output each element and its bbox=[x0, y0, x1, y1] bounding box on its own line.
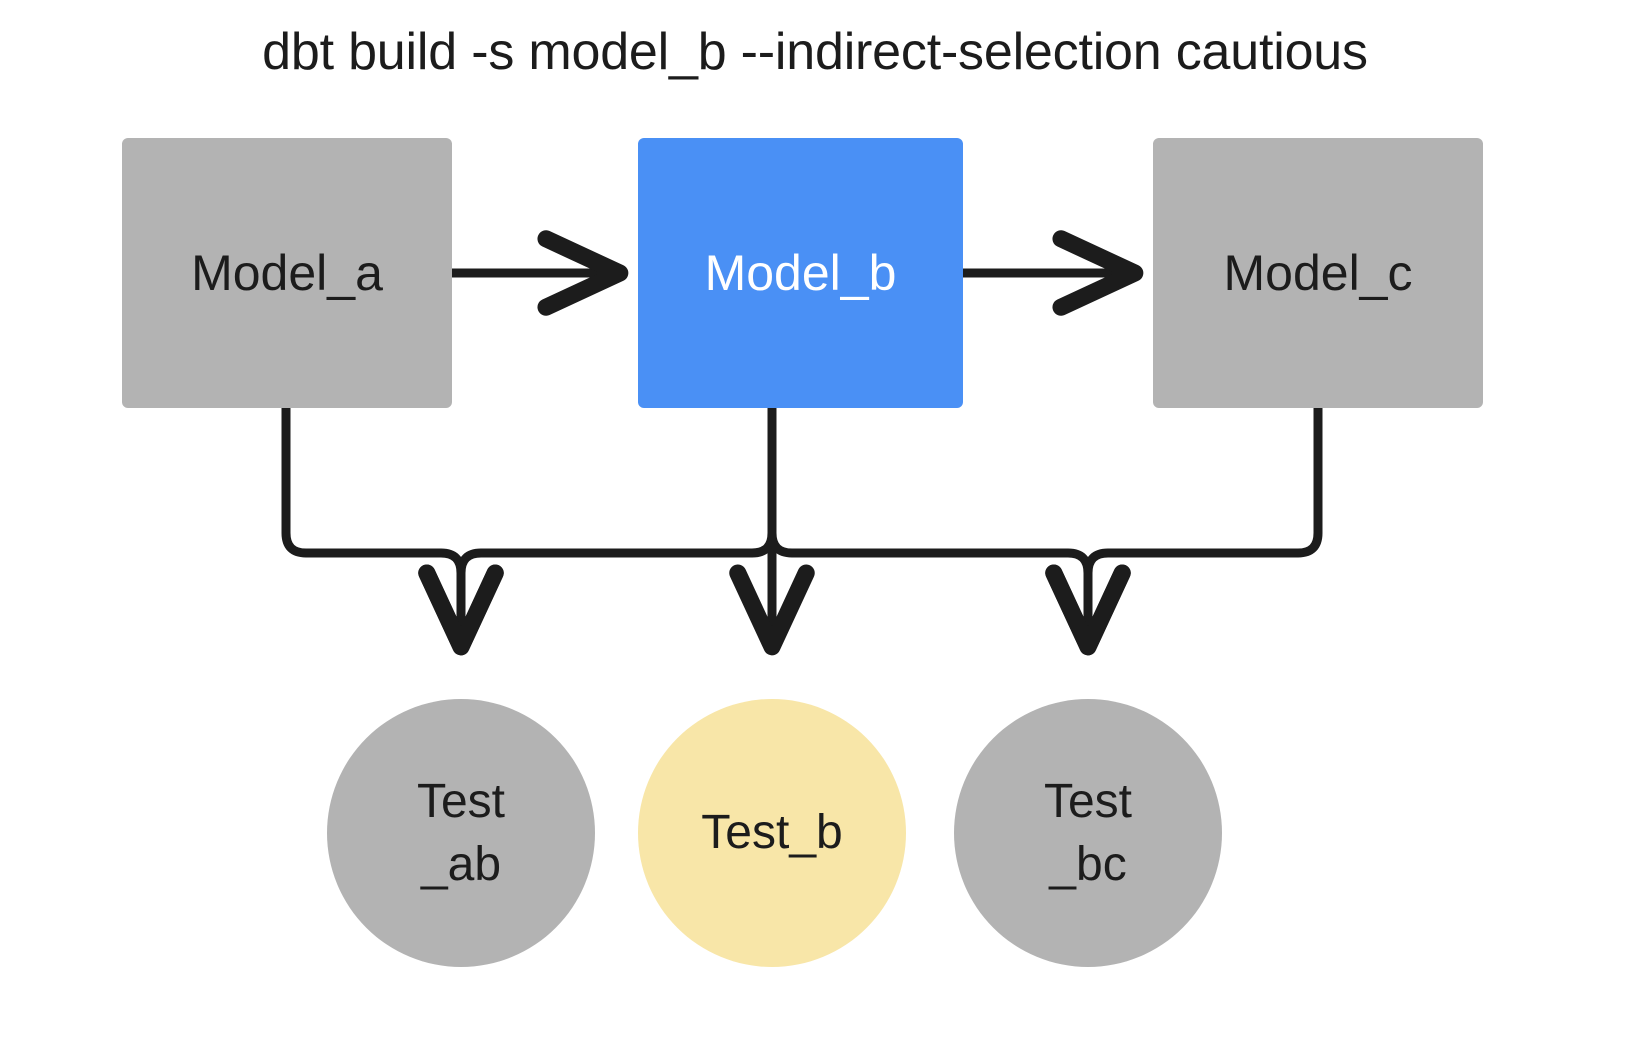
node-test-ab-label-line-1: Test bbox=[416, 774, 506, 828]
node-model-c[interactable]: Model_c bbox=[1153, 138, 1483, 408]
node-test-ab-label-line-2: _ab bbox=[420, 838, 502, 891]
node-test-bc-label-line-2: _bc bbox=[1049, 838, 1127, 891]
page-title: dbt build -s model_b --indirect-selectio… bbox=[262, 23, 1368, 81]
node-model-b-label: Model_b bbox=[704, 245, 897, 301]
edge-model-a-to-test-ab bbox=[281, 408, 504, 656]
node-test-bc-label-line-1: Test bbox=[1043, 774, 1133, 828]
edge-model-b-to-test-bc bbox=[767, 408, 1131, 656]
node-model-a[interactable]: Model_a bbox=[122, 138, 452, 408]
node-model-a-label: Model_a bbox=[191, 245, 383, 301]
node-model-c-label: Model_c bbox=[1223, 245, 1413, 301]
node-test-b-label-line-1: Test_b bbox=[701, 806, 843, 860]
node-test-b[interactable]: Test_b bbox=[638, 699, 906, 967]
node-test-ab[interactable]: Test _ab bbox=[327, 699, 595, 967]
node-model-b[interactable]: Model_b bbox=[638, 138, 963, 408]
edge-model-c-to-test-bc bbox=[1045, 408, 1323, 656]
node-test-bc[interactable]: Test _bc bbox=[954, 699, 1222, 967]
edge-model-b-to-test-ab bbox=[418, 408, 777, 656]
